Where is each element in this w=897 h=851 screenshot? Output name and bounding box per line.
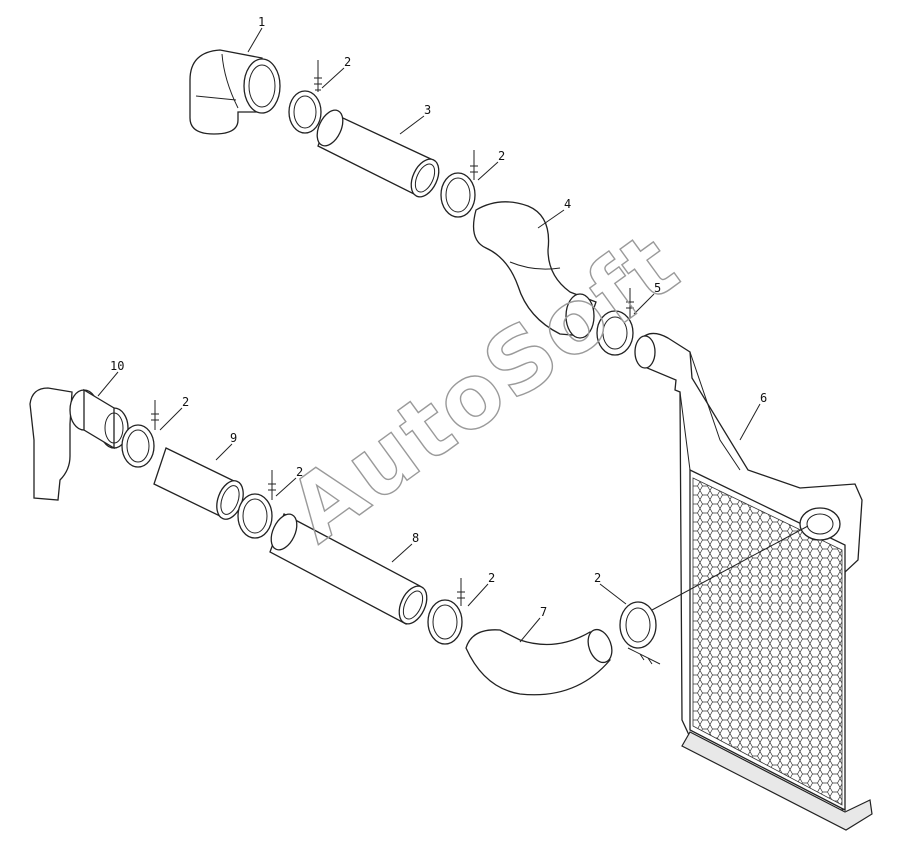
callout-2-b: 2 xyxy=(498,149,505,163)
callout-2-a: 2 xyxy=(344,55,351,69)
part-6-intercooler[interactable] xyxy=(634,332,873,831)
callout-6: 6 xyxy=(760,391,767,405)
callout-2-f: 2 xyxy=(594,571,601,585)
callout-2-e: 2 xyxy=(488,571,495,585)
callout-2-c: 2 xyxy=(182,395,189,409)
leader-lines xyxy=(97,27,809,643)
part-1-elbow-hose[interactable] xyxy=(189,49,281,135)
callout-9: 9 xyxy=(230,431,237,445)
part-2-hose-clamp-d[interactable] xyxy=(237,470,276,539)
callout-2-d: 2 xyxy=(296,465,303,479)
part-3-straight-hose[interactable] xyxy=(312,106,444,201)
watermark-text: AutoSoft xyxy=(270,212,697,562)
callout-10: 10 xyxy=(110,359,124,373)
part-8-long-straight-hose[interactable] xyxy=(266,510,432,628)
callout-5: 5 xyxy=(654,281,661,295)
part-2-hose-clamp-e[interactable] xyxy=(427,578,465,645)
callout-3: 3 xyxy=(424,103,431,117)
part-4-s-bend-hose[interactable] xyxy=(472,201,597,339)
part-7-curved-hose[interactable] xyxy=(465,626,616,696)
part-2-hose-clamp-b[interactable] xyxy=(440,150,478,218)
callout-labels: 1 2 3 2 4 5 6 10 2 9 2 8 2 7 2 xyxy=(110,15,767,619)
part-9-short-hose[interactable] xyxy=(153,447,248,523)
part-10-elbow-hose[interactable] xyxy=(29,387,129,501)
callout-8: 8 xyxy=(412,531,419,545)
part-5-hose-clamp[interactable] xyxy=(596,288,634,356)
part-2-hose-clamp-c[interactable] xyxy=(121,400,159,468)
part-2-hose-clamp-a[interactable] xyxy=(288,60,322,134)
callout-4: 4 xyxy=(564,197,571,211)
callout-1: 1 xyxy=(258,15,265,29)
part-2-hose-clamp-f[interactable] xyxy=(619,601,661,665)
callout-7: 7 xyxy=(540,605,547,619)
